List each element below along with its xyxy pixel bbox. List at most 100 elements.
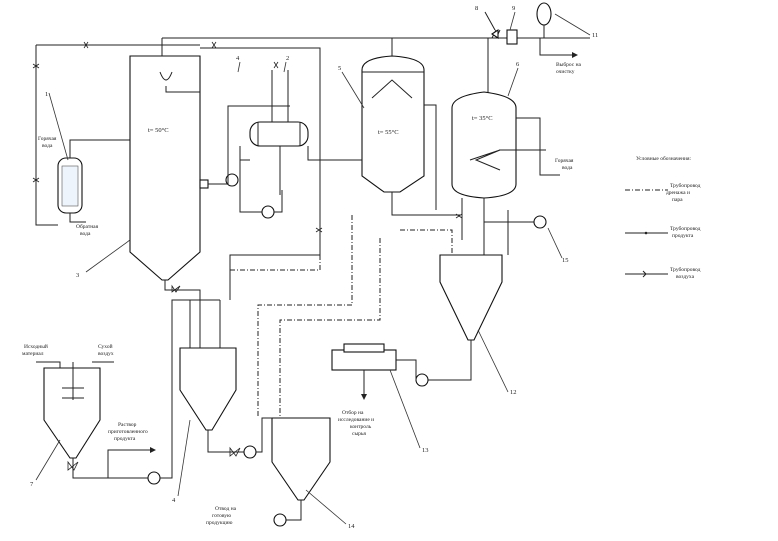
dry-air-2: воздух xyxy=(98,351,114,357)
leader-6 xyxy=(507,67,519,97)
vent-branch-line xyxy=(539,38,572,56)
relief-valve-body xyxy=(491,28,499,40)
reactor-drops xyxy=(461,198,509,255)
settler-center-outlet xyxy=(207,430,244,453)
receiver-vessel-10 xyxy=(536,2,552,26)
leader-14 xyxy=(305,489,347,525)
hot-water-left-1: Горячая xyxy=(38,136,57,142)
legend-drain-2: дренажа и xyxy=(666,190,690,196)
settler-center xyxy=(179,347,237,431)
return-water-2: вода xyxy=(80,231,91,237)
mixer-feed-lines xyxy=(36,361,114,368)
column-outlet-line xyxy=(164,280,201,300)
solution-1: Раствор xyxy=(118,422,137,428)
product-line-c xyxy=(400,229,453,255)
main-column xyxy=(129,55,201,281)
legend-air-tick xyxy=(642,270,647,278)
hot-water-right-1: Горячая xyxy=(555,158,574,164)
callout-condenser: 2 xyxy=(286,55,289,62)
callout-9: 9 xyxy=(512,5,515,12)
callout-mixer: 7 xyxy=(30,481,34,488)
pump-14 xyxy=(273,513,287,527)
filter-13-head xyxy=(343,343,385,353)
raw-material-2: материал xyxy=(22,351,44,357)
legend-title: Условные обозначения: xyxy=(636,155,691,162)
left-return-line xyxy=(35,45,58,226)
pump-condensate xyxy=(261,205,275,219)
dry-air-1: Сухой xyxy=(98,343,113,350)
legend-drain-3: пара xyxy=(672,197,683,203)
solution-2: приготовленного xyxy=(108,429,148,435)
legend-product-dot xyxy=(644,231,648,235)
callout-4: 4 xyxy=(236,55,240,62)
condenser xyxy=(249,121,309,147)
column-side-nozzle xyxy=(199,179,209,189)
callout-8: 8 xyxy=(475,5,478,12)
pump-condensate-out xyxy=(274,190,283,213)
legend-product-1: Трубопровод xyxy=(670,225,701,232)
sampling-2: исследование и xyxy=(338,417,374,423)
settler-12 xyxy=(439,254,503,341)
column-recirc-line xyxy=(227,105,290,184)
leader-5 xyxy=(341,71,365,109)
unit-ctrl-2: готовую xyxy=(212,513,231,519)
solution-branch xyxy=(107,449,152,478)
column-spray-nozzle xyxy=(159,71,173,81)
callout-13: 13 xyxy=(422,447,429,454)
sampling-4: сырья xyxy=(352,431,366,437)
reactor-jacket-line xyxy=(516,117,560,176)
top-manifold-line xyxy=(36,37,590,46)
cooler-tank xyxy=(361,55,425,193)
callout-center: 4 xyxy=(172,497,176,504)
solution-3: продукта xyxy=(114,436,136,442)
leader-center xyxy=(177,419,191,497)
settler-center-feeds xyxy=(189,300,221,348)
leader-11 xyxy=(554,13,591,36)
settler-12-outlet xyxy=(428,340,472,381)
vent-arrow xyxy=(572,52,578,58)
cooler-temp: t= 55°C xyxy=(378,129,399,136)
leader-15 xyxy=(547,227,563,259)
heater-inner xyxy=(61,165,79,207)
pump-center-out xyxy=(256,417,272,453)
filter-13 xyxy=(331,349,397,371)
sampling-1: Отбор на xyxy=(342,409,364,416)
instrument-box-9 xyxy=(506,29,518,45)
reactor-coil xyxy=(469,149,501,171)
filter-inlet-line xyxy=(396,359,417,380)
vent-label-2: очистку xyxy=(556,69,575,75)
leader-9 xyxy=(509,11,516,31)
vent-label-1: Выброс на xyxy=(556,61,582,68)
unit-ctrl-1: Отвод на xyxy=(215,506,237,512)
filter-drop-arrow xyxy=(361,394,367,400)
callout-reactor: 6 xyxy=(516,61,520,68)
leader-4 xyxy=(237,61,241,73)
heater-bottom-line xyxy=(69,213,86,223)
condensate-line xyxy=(239,146,281,213)
mixer-agitator xyxy=(62,362,84,400)
callout-15: 15 xyxy=(562,257,569,264)
hot-water-right-2: вода xyxy=(562,165,573,171)
mixer-7 xyxy=(43,367,101,459)
return-water-1: Обратная xyxy=(76,223,99,230)
pump-column xyxy=(225,173,239,187)
settler-14 xyxy=(271,417,331,501)
callout-cooler: 5 xyxy=(338,65,341,72)
hot-water-left-2: вода xyxy=(42,143,53,149)
cooler-side-line xyxy=(424,104,437,210)
leader-7 xyxy=(35,439,61,481)
reactor-vessel xyxy=(451,91,517,199)
legend-air-1: Трубопровод xyxy=(670,266,701,273)
pump-mixer-out xyxy=(160,299,190,479)
product-line-a xyxy=(257,215,353,418)
leader-12 xyxy=(477,329,509,393)
sampling-3: контроль xyxy=(350,424,372,430)
legend-drain-1: Трубопровод xyxy=(670,182,701,189)
column-temp: t= 50°C xyxy=(148,127,169,134)
legend-product-2: продукта xyxy=(672,233,694,239)
leader-column xyxy=(85,239,131,273)
unit-ctrl-3: продукцию xyxy=(206,520,233,526)
callout-14: 14 xyxy=(348,523,355,530)
leader-13 xyxy=(389,369,421,449)
